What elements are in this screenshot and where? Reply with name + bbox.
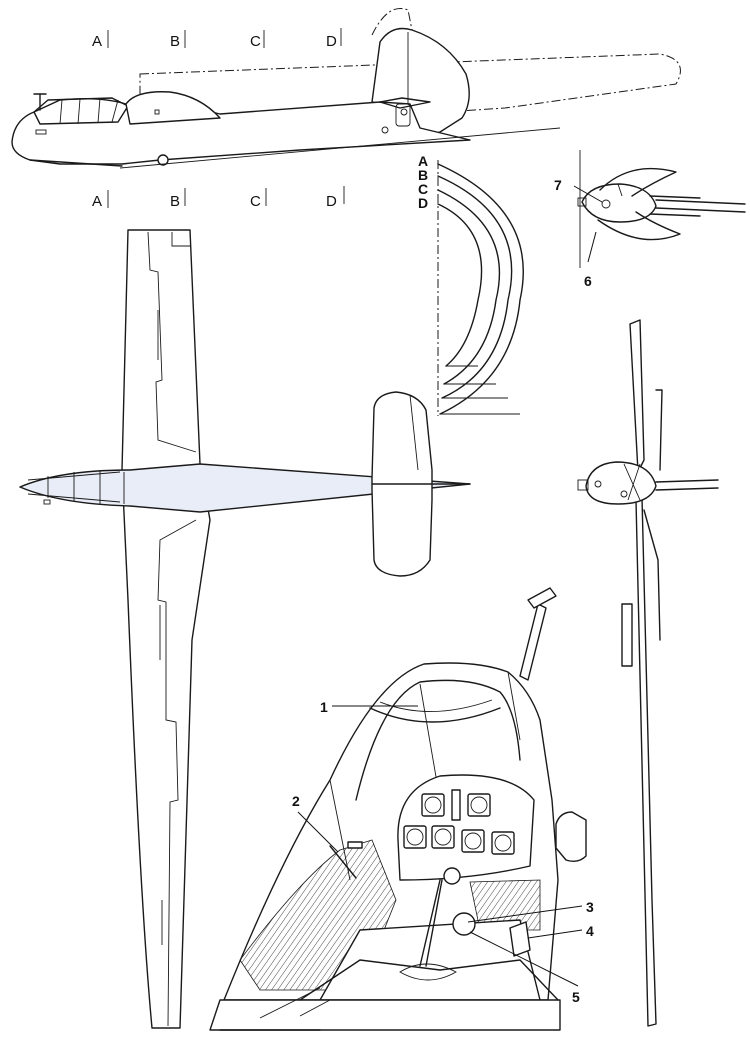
plan-label-b: B: [170, 193, 180, 210]
plan-view: A B C D: [19, 186, 471, 1029]
side-tailplane: [379, 97, 431, 109]
profile-label-b: B: [418, 167, 428, 183]
section-marks-plan: A B C D: [92, 186, 345, 210]
side-fuselage: [11, 97, 471, 165]
section-label-b: B: [170, 33, 180, 50]
callout-4: 4: [586, 923, 594, 939]
front-view-large: [577, 319, 719, 1027]
rudder-dashed-outline: [371, 8, 413, 36]
plan-label-d: D: [326, 193, 337, 210]
callout-3: 3: [586, 899, 594, 915]
release-lever: [329, 845, 357, 879]
side-wing-root: [125, 91, 221, 125]
callout-7: 7: [554, 177, 562, 193]
plan-label-c: C: [250, 193, 261, 210]
side-wing-outline: [139, 53, 681, 133]
canopy-hoop: [355, 679, 521, 801]
profile-d: [437, 203, 483, 367]
front-view-small: 7 6: [554, 150, 746, 289]
landing-wheel: [157, 154, 169, 166]
wing-profile-sections: A B C D: [418, 153, 524, 416]
side-view: A B C D: [11, 8, 681, 169]
front-wing-upper: [629, 319, 645, 473]
profile-label-d: D: [418, 195, 428, 211]
profile-a: [437, 163, 524, 415]
profile-c: [437, 189, 501, 385]
cockpit-perspective: 1 2 3 4 5: [209, 587, 594, 1031]
section-label-c: C: [250, 33, 261, 50]
instrument-dials: [403, 789, 515, 855]
front-view-fuselage: [581, 183, 657, 223]
callout-6: 6: [584, 273, 592, 289]
profile-b: [437, 175, 513, 399]
profile-label-c: C: [418, 181, 428, 197]
profile-label-a: A: [418, 153, 428, 169]
fin-rudder: [371, 27, 470, 137]
plan-label-a: A: [92, 193, 102, 210]
section-label-a: A: [92, 33, 102, 50]
control-stick: [425, 879, 443, 967]
callout-1: 1: [320, 699, 328, 715]
side-cylinder: [555, 811, 587, 863]
front-fuselage: [585, 461, 657, 505]
callout-2: 2: [292, 793, 300, 809]
section-marks-side: A B C D: [92, 28, 342, 50]
callout-5: 5: [572, 989, 580, 1005]
front-wing-lower: [635, 497, 657, 1027]
section-label-d: D: [326, 33, 337, 50]
control-knob: [452, 912, 476, 936]
front-airbrake: [621, 603, 633, 667]
